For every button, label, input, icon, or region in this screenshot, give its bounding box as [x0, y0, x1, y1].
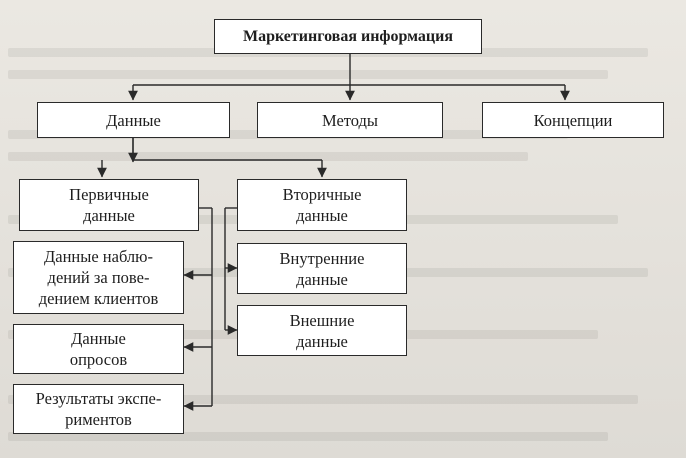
- observation-line1: Данные наблю-: [44, 247, 153, 266]
- external-line1: Внешние: [289, 310, 355, 330]
- secondary-label-line1: Вторичные: [282, 185, 362, 204]
- observation-line3: дением клиентов: [38, 289, 159, 308]
- survey-line1: Данные: [71, 329, 126, 348]
- node-methods-label: Методы: [321, 110, 379, 130]
- node-internal-data: Внутренние данные: [237, 243, 407, 294]
- root-label: Маркетинговая информация: [242, 28, 454, 45]
- node-external-data: Внешние данные: [237, 305, 407, 356]
- secondary-label-line2: данные: [296, 206, 348, 225]
- background-text-artifact: [8, 395, 638, 404]
- experiments-line1: Результаты экспе-: [35, 389, 162, 408]
- internal-line2: данные: [296, 269, 348, 289]
- node-concepts-label: Концепции: [533, 110, 613, 130]
- background-text-artifact: [8, 432, 608, 441]
- node-secondary-data: Вторичные данные: [237, 179, 407, 231]
- background-text-artifact: [8, 70, 608, 79]
- node-data: Данные: [37, 102, 230, 138]
- node-primary-data: Первичные данные: [19, 179, 199, 231]
- primary-label-line1: Первичные: [69, 185, 149, 204]
- internal-line1: Внутренние: [279, 248, 365, 268]
- experiments-line2: риментов: [65, 410, 132, 429]
- survey-line2: опросов: [69, 350, 128, 369]
- node-concepts: Концепции: [482, 102, 664, 138]
- node-survey-data: Данные опросов: [13, 324, 184, 374]
- external-line2: данные: [296, 331, 348, 351]
- observation-line2: дений за пове-: [47, 268, 150, 287]
- node-data-label: Данные: [106, 110, 161, 130]
- primary-label-line2: данные: [83, 206, 135, 225]
- node-experiment-results: Результаты экспе- риментов: [13, 384, 184, 434]
- background-text-artifact: [8, 152, 528, 161]
- node-methods: Методы: [257, 102, 443, 138]
- root-node: Маркетинговая информация: [214, 19, 482, 54]
- node-observation-data: Данные наблю- дений за пове- дением клие…: [13, 241, 184, 314]
